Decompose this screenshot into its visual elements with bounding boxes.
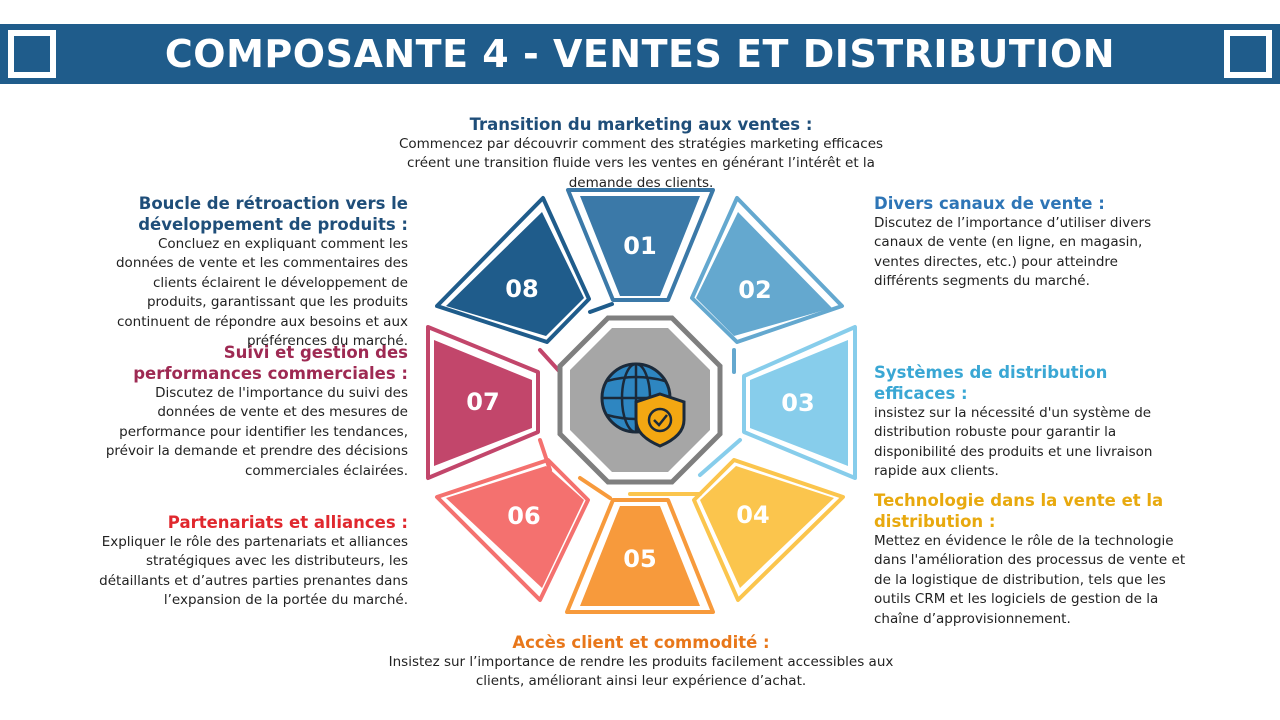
segment-06 <box>446 466 584 588</box>
segment-02-outline <box>690 196 844 344</box>
connector-line <box>538 438 552 472</box>
segment-02-number: 02 <box>738 276 771 304</box>
segment-05-text: Insistez sur l’importance de rendre les … <box>388 654 894 690</box>
segment-08 <box>446 212 584 336</box>
segment-07-number: 07 <box>466 388 499 416</box>
segment-05-number: 05 <box>623 545 656 573</box>
segment-03-title: Systèmes de distribution efficaces : <box>874 363 1108 403</box>
segment-05-outline <box>565 498 715 614</box>
segment-08-title: Boucle de rétroaction vers le développem… <box>138 194 408 234</box>
text-block-07: Suivi et gestion des performances commer… <box>96 342 408 481</box>
square-icon <box>1224 30 1272 78</box>
text-block-03: Systèmes de distribution efficaces : ins… <box>874 362 1194 482</box>
segment-07-outline <box>426 325 540 480</box>
segment-06-number: 06 <box>507 502 540 530</box>
segment-02-text: Discutez de l’importance d’utiliser dive… <box>874 215 1152 290</box>
segment-02-title: Divers canaux de vente : <box>874 194 1105 213</box>
segment-04-title: Technologie dans la vente et la distribu… <box>874 491 1164 531</box>
segment-07 <box>434 340 532 466</box>
segment-05-title: Accès client et commodité : <box>512 633 770 652</box>
text-block-06: Partenariats et alliances : Expliquer le… <box>88 512 408 611</box>
segment-08-text: Concluez en expliquant comment les donné… <box>115 236 408 350</box>
segment-01-title: Transition du marketing aux ventes : <box>469 115 813 134</box>
header-banner: COMPOSANTE 4 - VENTES ET DISTRIBUTION <box>0 24 1280 84</box>
segment-08-outline <box>435 196 591 344</box>
text-block-02: Divers canaux de vente : Discutez de l’i… <box>874 193 1174 292</box>
segment-07-title: Suivi et gestion des performances commer… <box>133 343 408 383</box>
segment-06-title: Partenariats et alliances : <box>167 513 408 532</box>
square-icon <box>8 30 56 78</box>
text-block-04: Technologie dans la vente et la distribu… <box>874 490 1192 629</box>
segment-04 <box>700 466 834 588</box>
segment-04-outline <box>692 458 845 602</box>
globe-shield-icon <box>600 362 686 448</box>
segment-03-text: insistez sur la nécessité d'un système d… <box>874 405 1153 480</box>
segment-01-text: Commencez par découvrir comment des stra… <box>398 136 884 191</box>
segment-05 <box>580 506 700 606</box>
segment-01-outline <box>566 188 715 302</box>
connector-line <box>538 348 562 374</box>
segment-07-text: Discutez de l'importance du suivi des do… <box>105 385 408 479</box>
segment-01 <box>580 196 700 296</box>
segment-01-number: 01 <box>623 232 656 260</box>
segment-06-text: Expliquer le rôle des partenariats et al… <box>99 534 408 609</box>
segment-04-text: Mettez en évidence le rôle de la technol… <box>874 533 1186 627</box>
segment-02 <box>696 212 832 336</box>
segment-03 <box>750 340 848 466</box>
segment-03-number: 03 <box>781 389 814 417</box>
connector-line <box>698 438 742 477</box>
segment-08-number: 08 <box>505 275 538 303</box>
text-block-05: Accès client et commodité : Insistez sur… <box>380 632 902 692</box>
segment-04-number: 04 <box>736 501 769 529</box>
text-block-08: Boucle de rétroaction vers le développem… <box>100 193 408 351</box>
connector-line <box>588 302 614 314</box>
segment-03-outline <box>742 325 857 480</box>
text-block-01: Transition du marketing aux ventes : Com… <box>380 114 902 193</box>
connector-line <box>578 476 612 500</box>
page-title: COMPOSANTE 4 - VENTES ET DISTRIBUTION <box>164 32 1116 76</box>
